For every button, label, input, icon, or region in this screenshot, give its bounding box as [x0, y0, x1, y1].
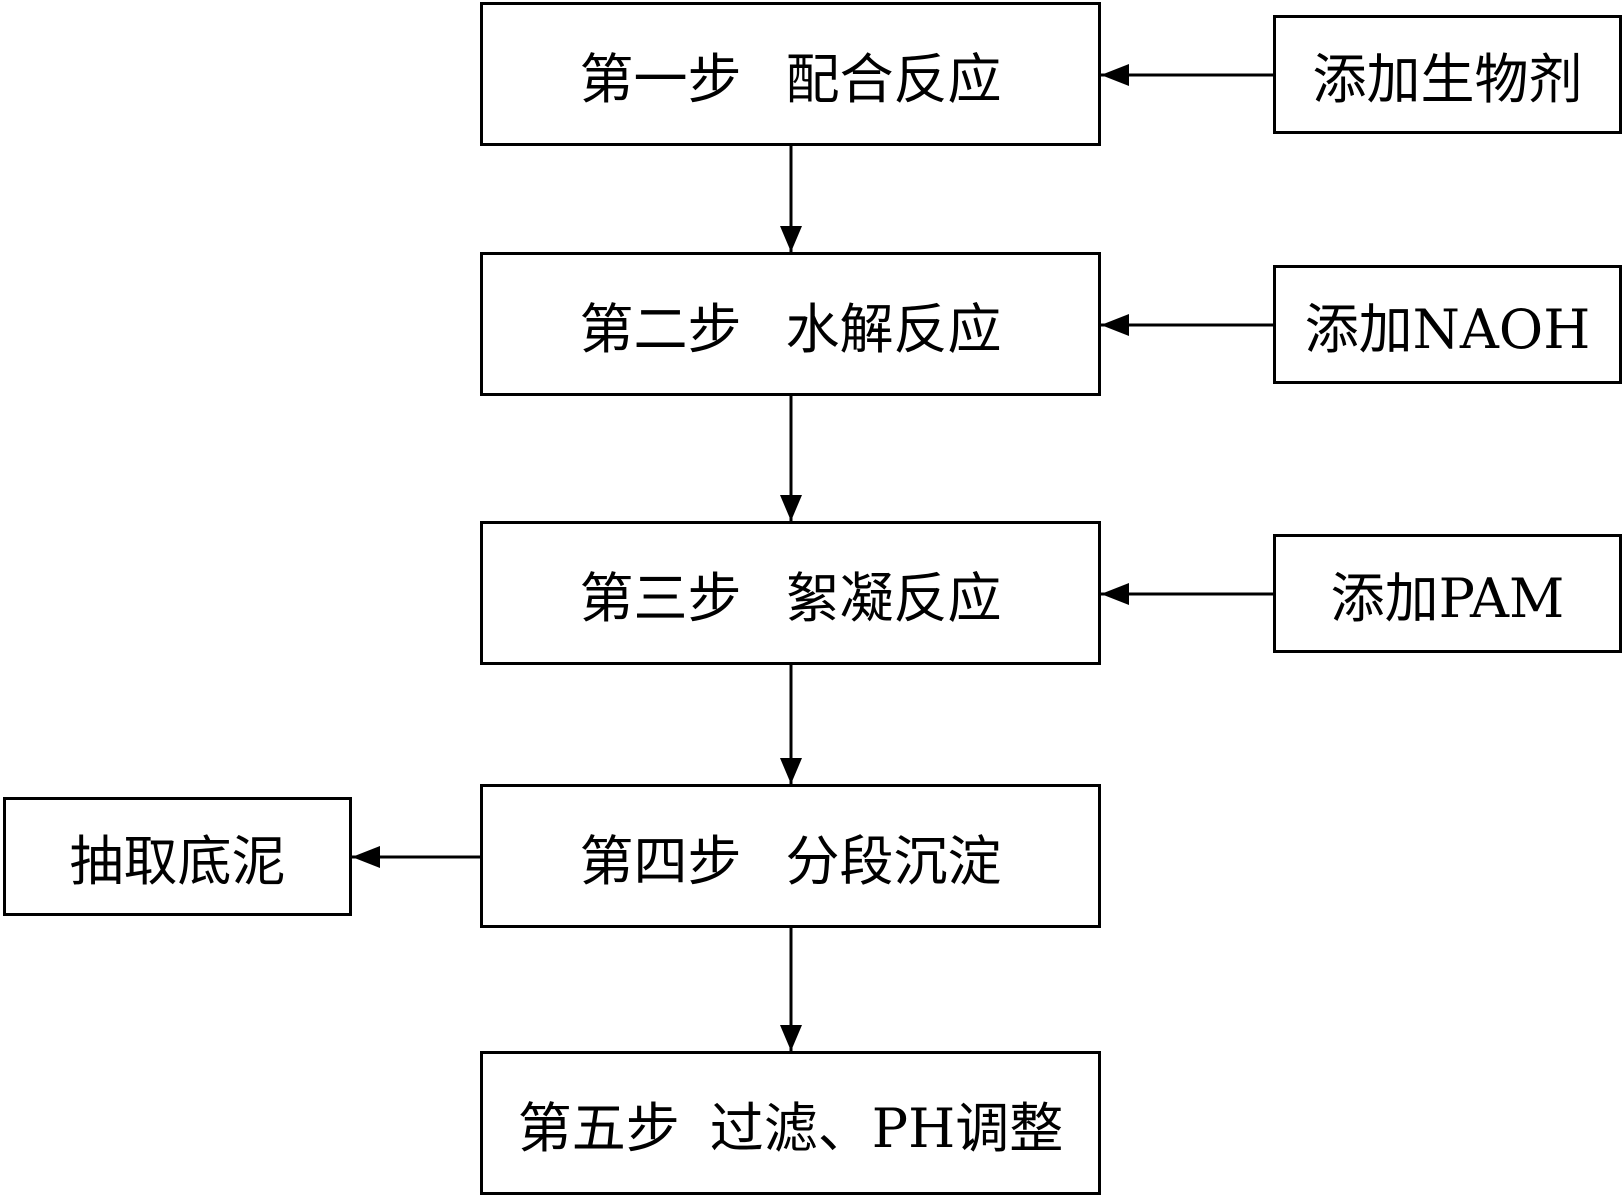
input-label-pam: 添加PAM — [1330, 567, 1565, 630]
arrowhead-step3 — [780, 495, 802, 521]
arrowhead-step4 — [780, 758, 802, 784]
step-4-box: 第四步 分段沉淀 — [480, 784, 1101, 928]
step-3-action: 絮凝反应 — [785, 566, 1002, 630]
arrowhead-step2 — [780, 226, 802, 252]
step-3-box: 第三步 絮凝反应 — [480, 521, 1101, 665]
output-box-sludge: 抽取底泥 — [3, 797, 352, 916]
arrowhead-output — [352, 846, 380, 868]
output-label-sludge: 抽取底泥 — [69, 830, 286, 893]
step-3-number: 第三步 — [579, 566, 742, 630]
step-1-box: 第一步 配合反应 — [480, 2, 1101, 146]
input-label-naoh: 添加NAOH — [1304, 298, 1591, 361]
step-5-number: 第五步 — [517, 1096, 680, 1160]
step-5-box: 第五步 过滤、PH调整 — [480, 1051, 1101, 1195]
step-2-action: 水解反应 — [785, 297, 1002, 361]
step-1-action: 配合反应 — [785, 47, 1002, 111]
input-box-pam: 添加PAM — [1273, 534, 1622, 653]
arrowhead-step5 — [780, 1025, 802, 1051]
arrowhead-input2 — [1101, 314, 1129, 336]
step-4-action: 分段沉淀 — [785, 829, 1002, 893]
arrowhead-input1 — [1101, 64, 1129, 86]
step-2-box: 第二步 水解反应 — [480, 252, 1101, 396]
input-label-bioagent: 添加生物剂 — [1312, 48, 1583, 111]
input-box-naoh: 添加NAOH — [1273, 265, 1622, 384]
step-4-number: 第四步 — [579, 829, 742, 893]
step-2-number: 第二步 — [579, 297, 742, 361]
input-box-bioagent: 添加生物剂 — [1273, 15, 1622, 134]
step-5-action: 过滤、PH调整 — [709, 1096, 1064, 1160]
arrowhead-input3 — [1101, 583, 1129, 605]
step-1-number: 第一步 — [579, 47, 742, 111]
